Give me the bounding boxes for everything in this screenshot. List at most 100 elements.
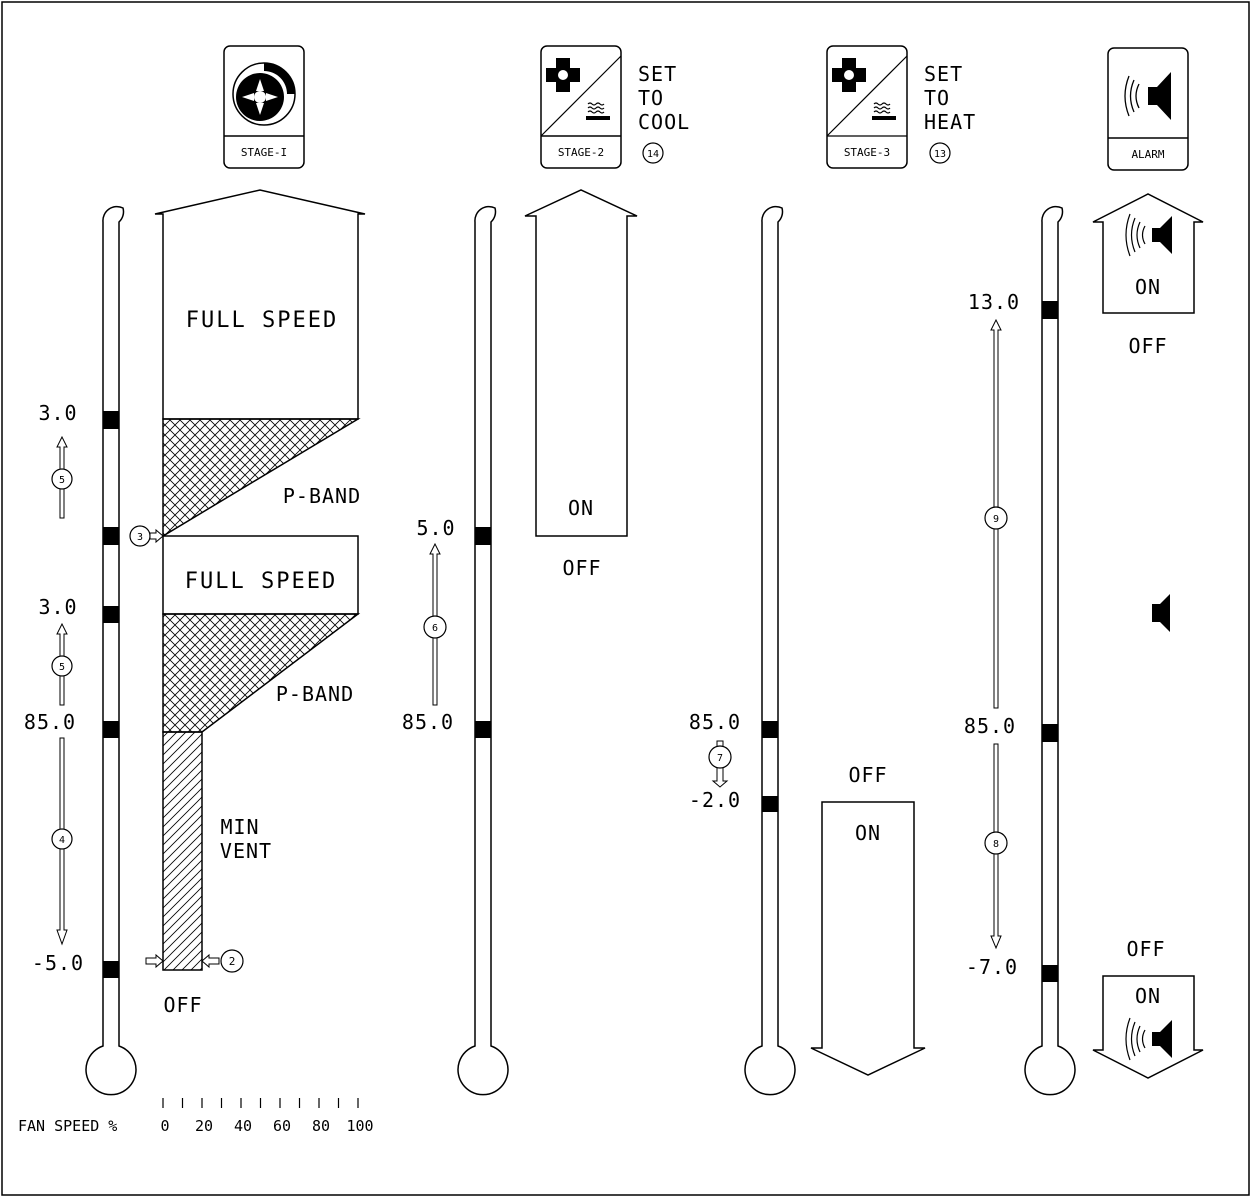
fan-speed-tick-label: 40: [234, 1117, 252, 1135]
badge-circle: [642, 142, 664, 164]
stage2-header: STAGE-2: [540, 45, 622, 169]
stage1-marker: [103, 721, 119, 738]
stage2-badge: 14: [647, 149, 659, 160]
set-text: SET: [638, 62, 677, 86]
stage3-range-arrow: 7: [708, 740, 732, 788]
stage1-label: STAGE-I: [241, 146, 287, 159]
stage2-marker: [475, 527, 491, 545]
stage3-marker: [762, 796, 778, 812]
alarm-header: ALARM: [1107, 47, 1189, 171]
alarm-on-down-arrow: [1092, 975, 1204, 1079]
fan-speed-label: FAN SPEED %: [18, 1117, 117, 1135]
fan-speed-tick-label: 80: [312, 1117, 330, 1135]
stage2-on-label: ON: [568, 496, 594, 520]
stage2-group: STAGE-2 SET TO COOL 14 5.0 85.0 6 ON OFF: [402, 45, 690, 1096]
stage3-value-label: 85.0: [689, 710, 741, 734]
badge-circle: [929, 142, 951, 164]
stage1-value-label: -5.0: [32, 951, 84, 975]
callout-number: 5: [59, 475, 65, 486]
full-speed-band: [154, 189, 366, 420]
alarm-label: ALARM: [1131, 148, 1164, 161]
stage2-range-arrow: 6: [423, 542, 447, 706]
stage1-range-arrow: 4: [51, 737, 73, 946]
pointer-callout: 3: [129, 525, 164, 547]
alarm-value-label: 13.0: [968, 290, 1020, 314]
stage3-group: STAGE-3 SET TO HEAT 13 85.0 -2.0 7 OFF O…: [689, 45, 976, 1096]
stage1-off-label: OFF: [163, 993, 202, 1017]
stage1-marker: [103, 411, 119, 429]
callout-number: 6: [432, 623, 438, 634]
stage3-badge: 13: [934, 149, 946, 160]
stage2-value-label: 85.0: [402, 710, 454, 734]
speaker-icon: [1124, 72, 1171, 120]
speaker-icon: [1125, 213, 1172, 257]
stage2-value-label: 5.0: [416, 516, 455, 540]
speaker-icon: [1125, 1017, 1172, 1061]
fan-icon: [232, 62, 296, 126]
stage1-range-arrow: 5: [51, 622, 73, 706]
alarm-range-arrow: 8: [984, 743, 1008, 950]
callout-number: 5: [59, 662, 65, 673]
fan-speed-tick-label: 20: [195, 1117, 213, 1135]
p-band-area: [162, 613, 361, 733]
band-label: MIN: [220, 815, 259, 839]
pointer-callout: 2: [145, 949, 244, 973]
stage1-value-label: 3.0: [38, 595, 77, 619]
stage2-on-arrow: [524, 189, 638, 537]
set-text: TO: [924, 86, 950, 110]
stage3-header: STAGE-3: [826, 45, 908, 169]
set-text: COOL: [638, 110, 690, 134]
band-label: FULL SPEED: [186, 308, 338, 333]
alarm-top-off-label: OFF: [1128, 334, 1167, 358]
stage3-marker: [762, 721, 778, 738]
stage2-label: STAGE-2: [558, 146, 604, 159]
alarm-range-arrow: 9: [984, 318, 1008, 709]
stage2-off-label: OFF: [562, 556, 601, 580]
stage3-value-label: -2.0: [689, 788, 741, 812]
alarm-marker: [1042, 724, 1058, 742]
stage1-value-label: 3.0: [38, 401, 77, 425]
set-text: HEAT: [924, 110, 976, 134]
stage1-marker: [103, 961, 119, 978]
speaker-icon: [1152, 594, 1170, 632]
stage2-marker: [475, 721, 491, 738]
stage2-thermometer: [457, 205, 509, 1096]
stage1-thermometer: [85, 205, 137, 1096]
band-label: FULL SPEED: [185, 569, 337, 594]
stage3-thermometer: [744, 205, 796, 1096]
stage3-on-label: ON: [855, 821, 881, 845]
stage3-label: STAGE-3: [844, 146, 890, 159]
set-text: TO: [638, 86, 664, 110]
callout-number: 2: [229, 955, 236, 968]
min-vent-band: [162, 731, 203, 971]
callout-number: 7: [717, 753, 723, 764]
alarm-top-on-label: ON: [1135, 275, 1161, 299]
alarm-marker: [1042, 965, 1058, 982]
callout-number: 4: [59, 835, 65, 846]
alarm-value-label: 85.0: [964, 714, 1016, 738]
callout-number: 9: [993, 514, 999, 525]
band-label: VENT: [220, 839, 272, 863]
fan-speed-tick-label: 100: [346, 1117, 373, 1135]
alarm-value-label: -7.0: [966, 955, 1018, 979]
band-label: P-BAND: [283, 484, 361, 508]
alarm-on-arrow: [1092, 193, 1204, 314]
stage3-off-label: OFF: [848, 763, 887, 787]
heat-icon: [832, 58, 896, 120]
alarm-bottom-off-label: OFF: [1126, 937, 1165, 961]
stage1-header: STAGE-I: [223, 45, 305, 169]
p-band-area: [162, 418, 361, 538]
cool-icon: [546, 58, 610, 120]
stage3-on-arrow: [810, 801, 926, 1076]
alarm-bottom-on-label: ON: [1135, 984, 1161, 1008]
fan-speed-tick-label: 0: [160, 1117, 169, 1135]
full-speed-band: [162, 535, 359, 615]
stage1-range-arrow: 5: [51, 435, 73, 519]
fan-speed-tick-label: 60: [273, 1117, 291, 1135]
stage1-group: STAGE-I 3.0 3.0 85.0 -5.0 5 5: [18, 45, 374, 1135]
stage1-marker: [103, 606, 119, 623]
stage1-marker: [103, 527, 119, 545]
fan-speed-scale: 0 20 40 60 80 100: [160, 1098, 374, 1135]
